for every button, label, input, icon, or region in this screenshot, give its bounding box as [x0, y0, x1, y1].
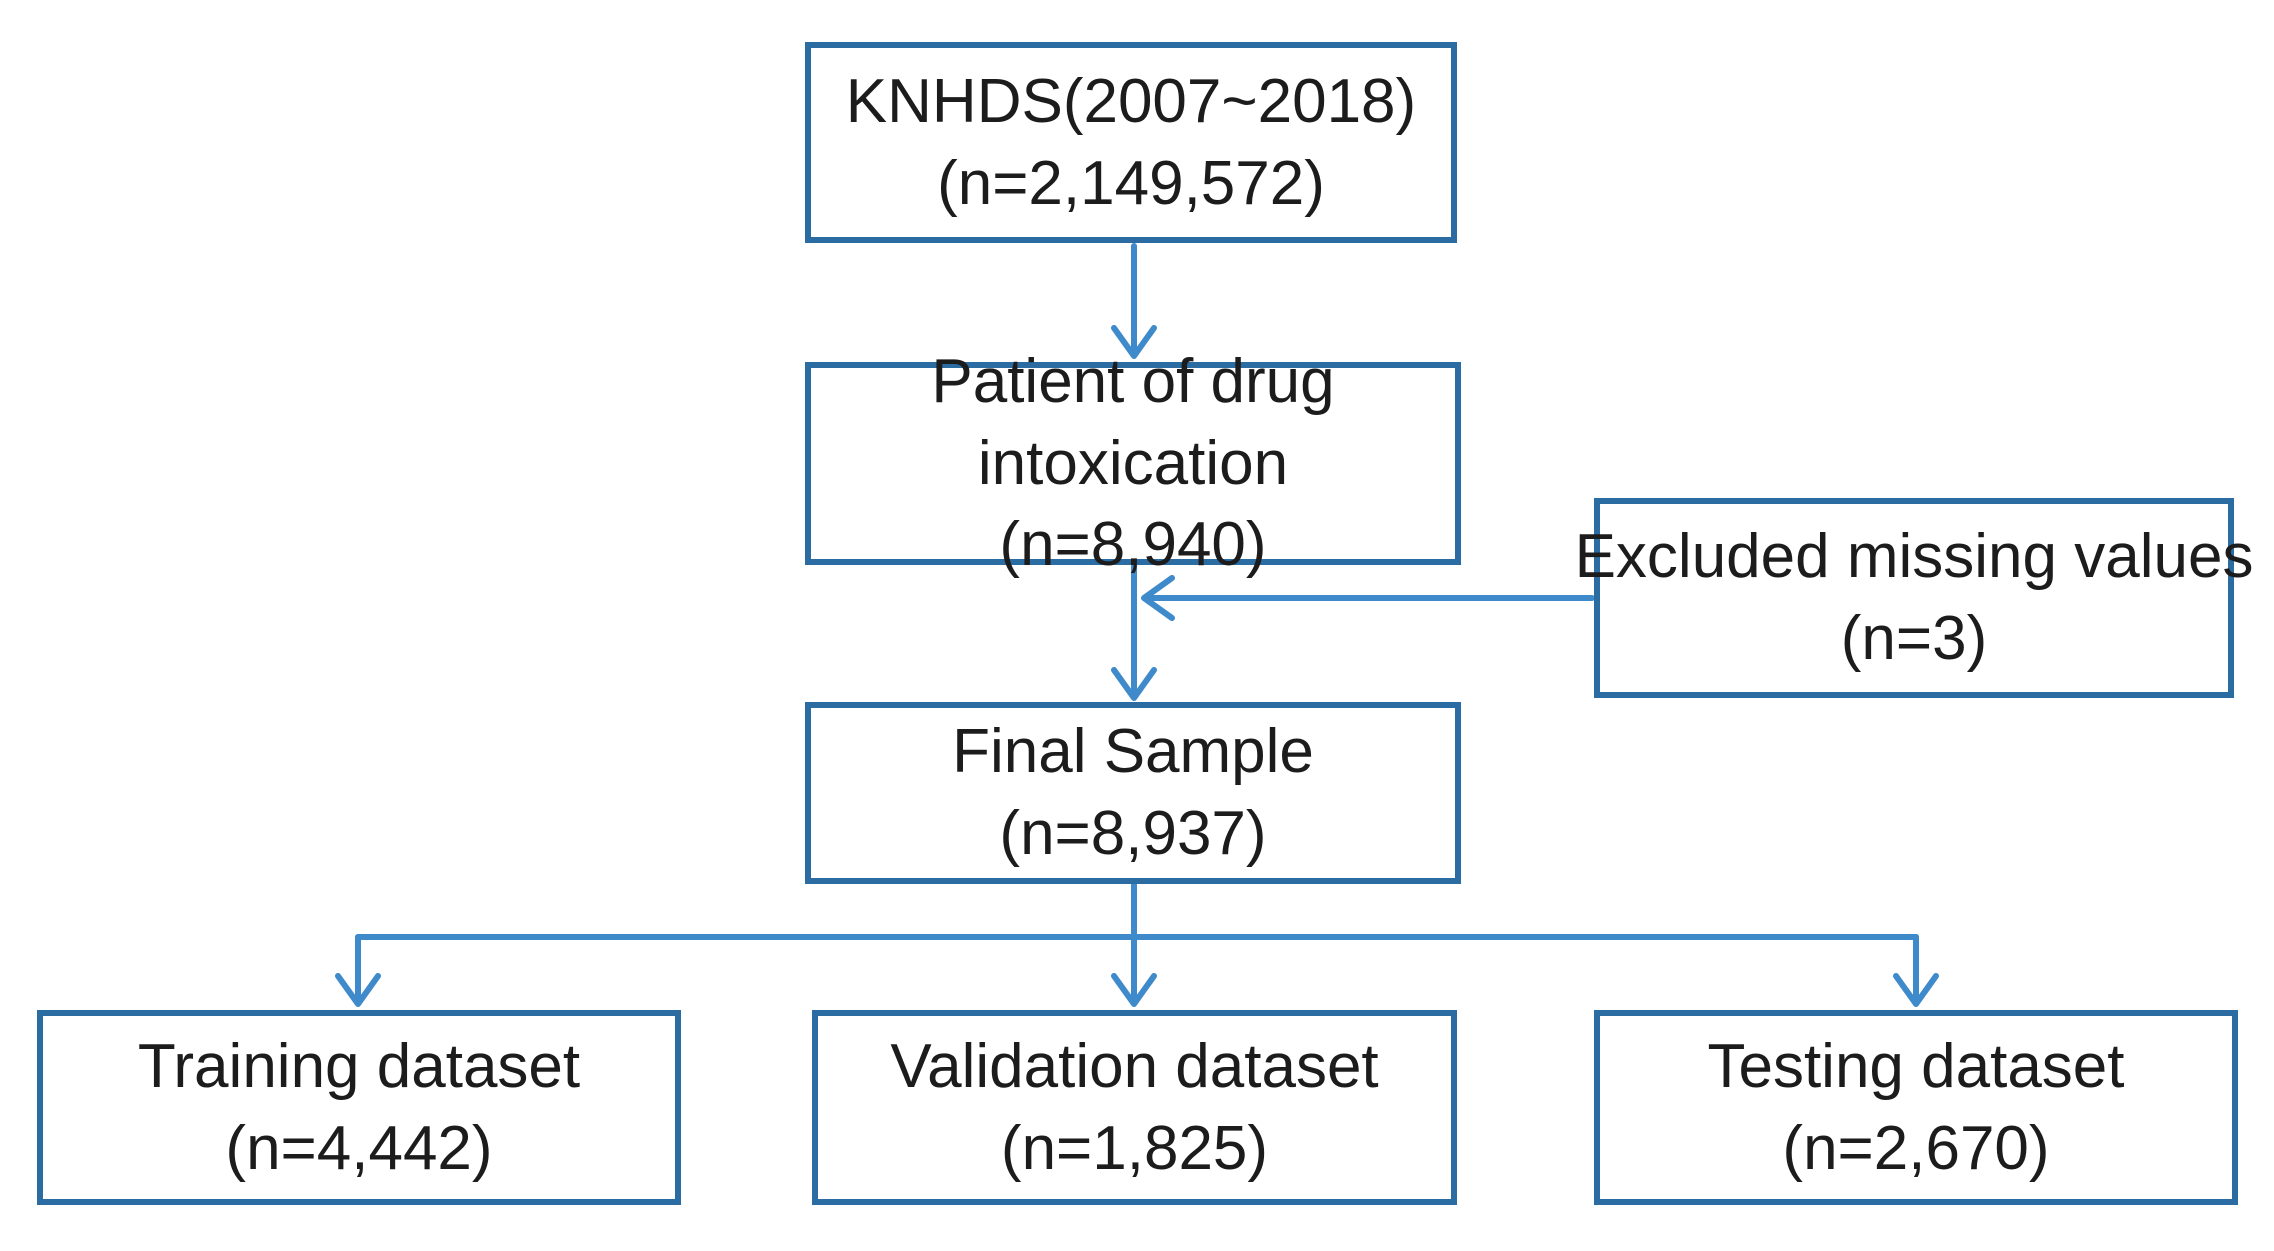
node-excluded-line1: Excluded missing values [1574, 522, 2254, 592]
node-final-sample-count: (n=8,937) [999, 799, 1267, 868]
node-validation-dataset: Validation dataset (n=1,825) [812, 1010, 1457, 1205]
node-knhds: KNHDS(2007~2018) (n=2,149,572) [805, 42, 1457, 243]
node-training-count: (n=4,442) [225, 1113, 493, 1183]
node-drug-intoxication-count: (n=8,940) [999, 510, 1267, 580]
arrow-excluded-to-junction [1141, 575, 1595, 621]
node-drug-intoxication: Patient of drug intoxication (n=8,940) [805, 347, 1461, 579]
node-excluded-missing-values: Excluded missing values (n=3) [1575, 498, 2253, 698]
arrow-patient-to-final [1111, 563, 1157, 701]
node-drug-intoxication-line2: intoxication [977, 428, 1289, 498]
arrow-knhds-to-patient [1111, 243, 1157, 359]
branch-final-to-datasets [335, 882, 1939, 1007]
node-testing-line1: Testing dataset [1707, 1031, 2125, 1101]
node-training-dataset: Training dataset (n=4,442) [37, 1010, 681, 1205]
node-testing-count: (n=2,670) [1782, 1113, 2050, 1183]
node-knhds-line1: KNHDS(2007~2018) [845, 66, 1417, 136]
node-training-line1: Training dataset [137, 1031, 581, 1101]
node-validation-count: (n=1,825) [1000, 1113, 1269, 1183]
node-final-sample: Final Sample (n=8,937) [805, 702, 1461, 884]
node-testing-dataset: Testing dataset (n=2,670) [1594, 1010, 2238, 1205]
node-excluded-count: (n=3) [1840, 604, 1988, 673]
node-drug-intoxication-line1: Patient of drug [931, 346, 1335, 416]
node-validation-line1: Validation dataset [890, 1031, 1379, 1101]
node-final-sample-line1: Final Sample [952, 717, 1314, 787]
node-knhds-count: (n=2,149,572) [937, 148, 1325, 218]
